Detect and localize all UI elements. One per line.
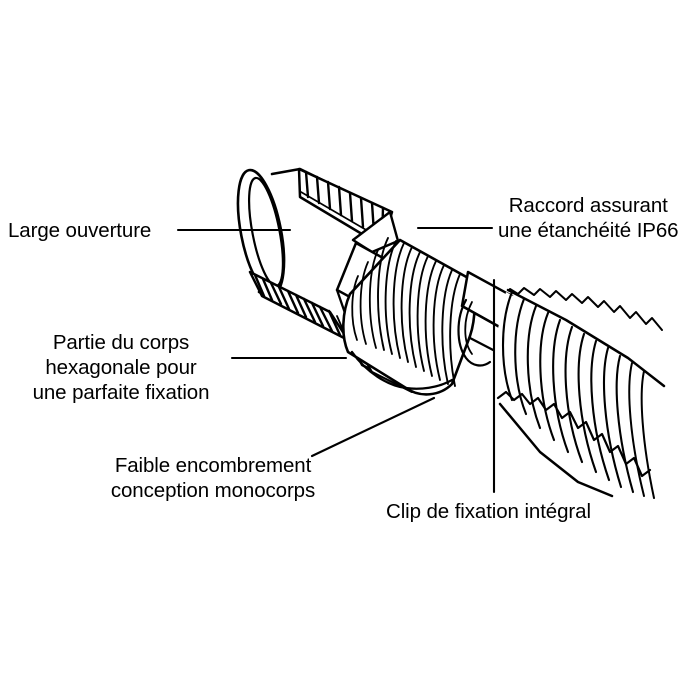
corrugated-conduit [492, 287, 666, 499]
callout-line: une parfaite fixation [32, 381, 210, 404]
callout-line: conception monocorps [110, 479, 316, 502]
callout-line: Clip de fixation intégral [386, 500, 591, 523]
callout-line: Faible encombrement [114, 454, 312, 477]
callout-line: Raccord assurant [508, 194, 668, 217]
callout-line: hexagonale pour [45, 356, 197, 379]
callout-clip-fixation: Clip de fixation intégral [386, 499, 591, 524]
leader-lines [176, 226, 496, 494]
callout-line: une étanchéité IP66 [498, 219, 679, 242]
lower-thread-band [248, 270, 350, 342]
sealing-rib-band [342, 237, 476, 396]
callout-large-ouverture: Large ouverture [8, 218, 151, 243]
callout-faible-encombrement: Faible encombrement conception monocorps [88, 453, 338, 503]
leader-faible [310, 396, 436, 458]
callout-partie-hexagonale: Partie du corps hexagonale pour une parf… [10, 330, 232, 405]
callout-line: Large ouverture [8, 219, 152, 242]
callout-raccord-etancheite: Raccord assurant une étanchéité IP66 [498, 193, 679, 243]
callout-line: Partie du corps [52, 331, 190, 354]
